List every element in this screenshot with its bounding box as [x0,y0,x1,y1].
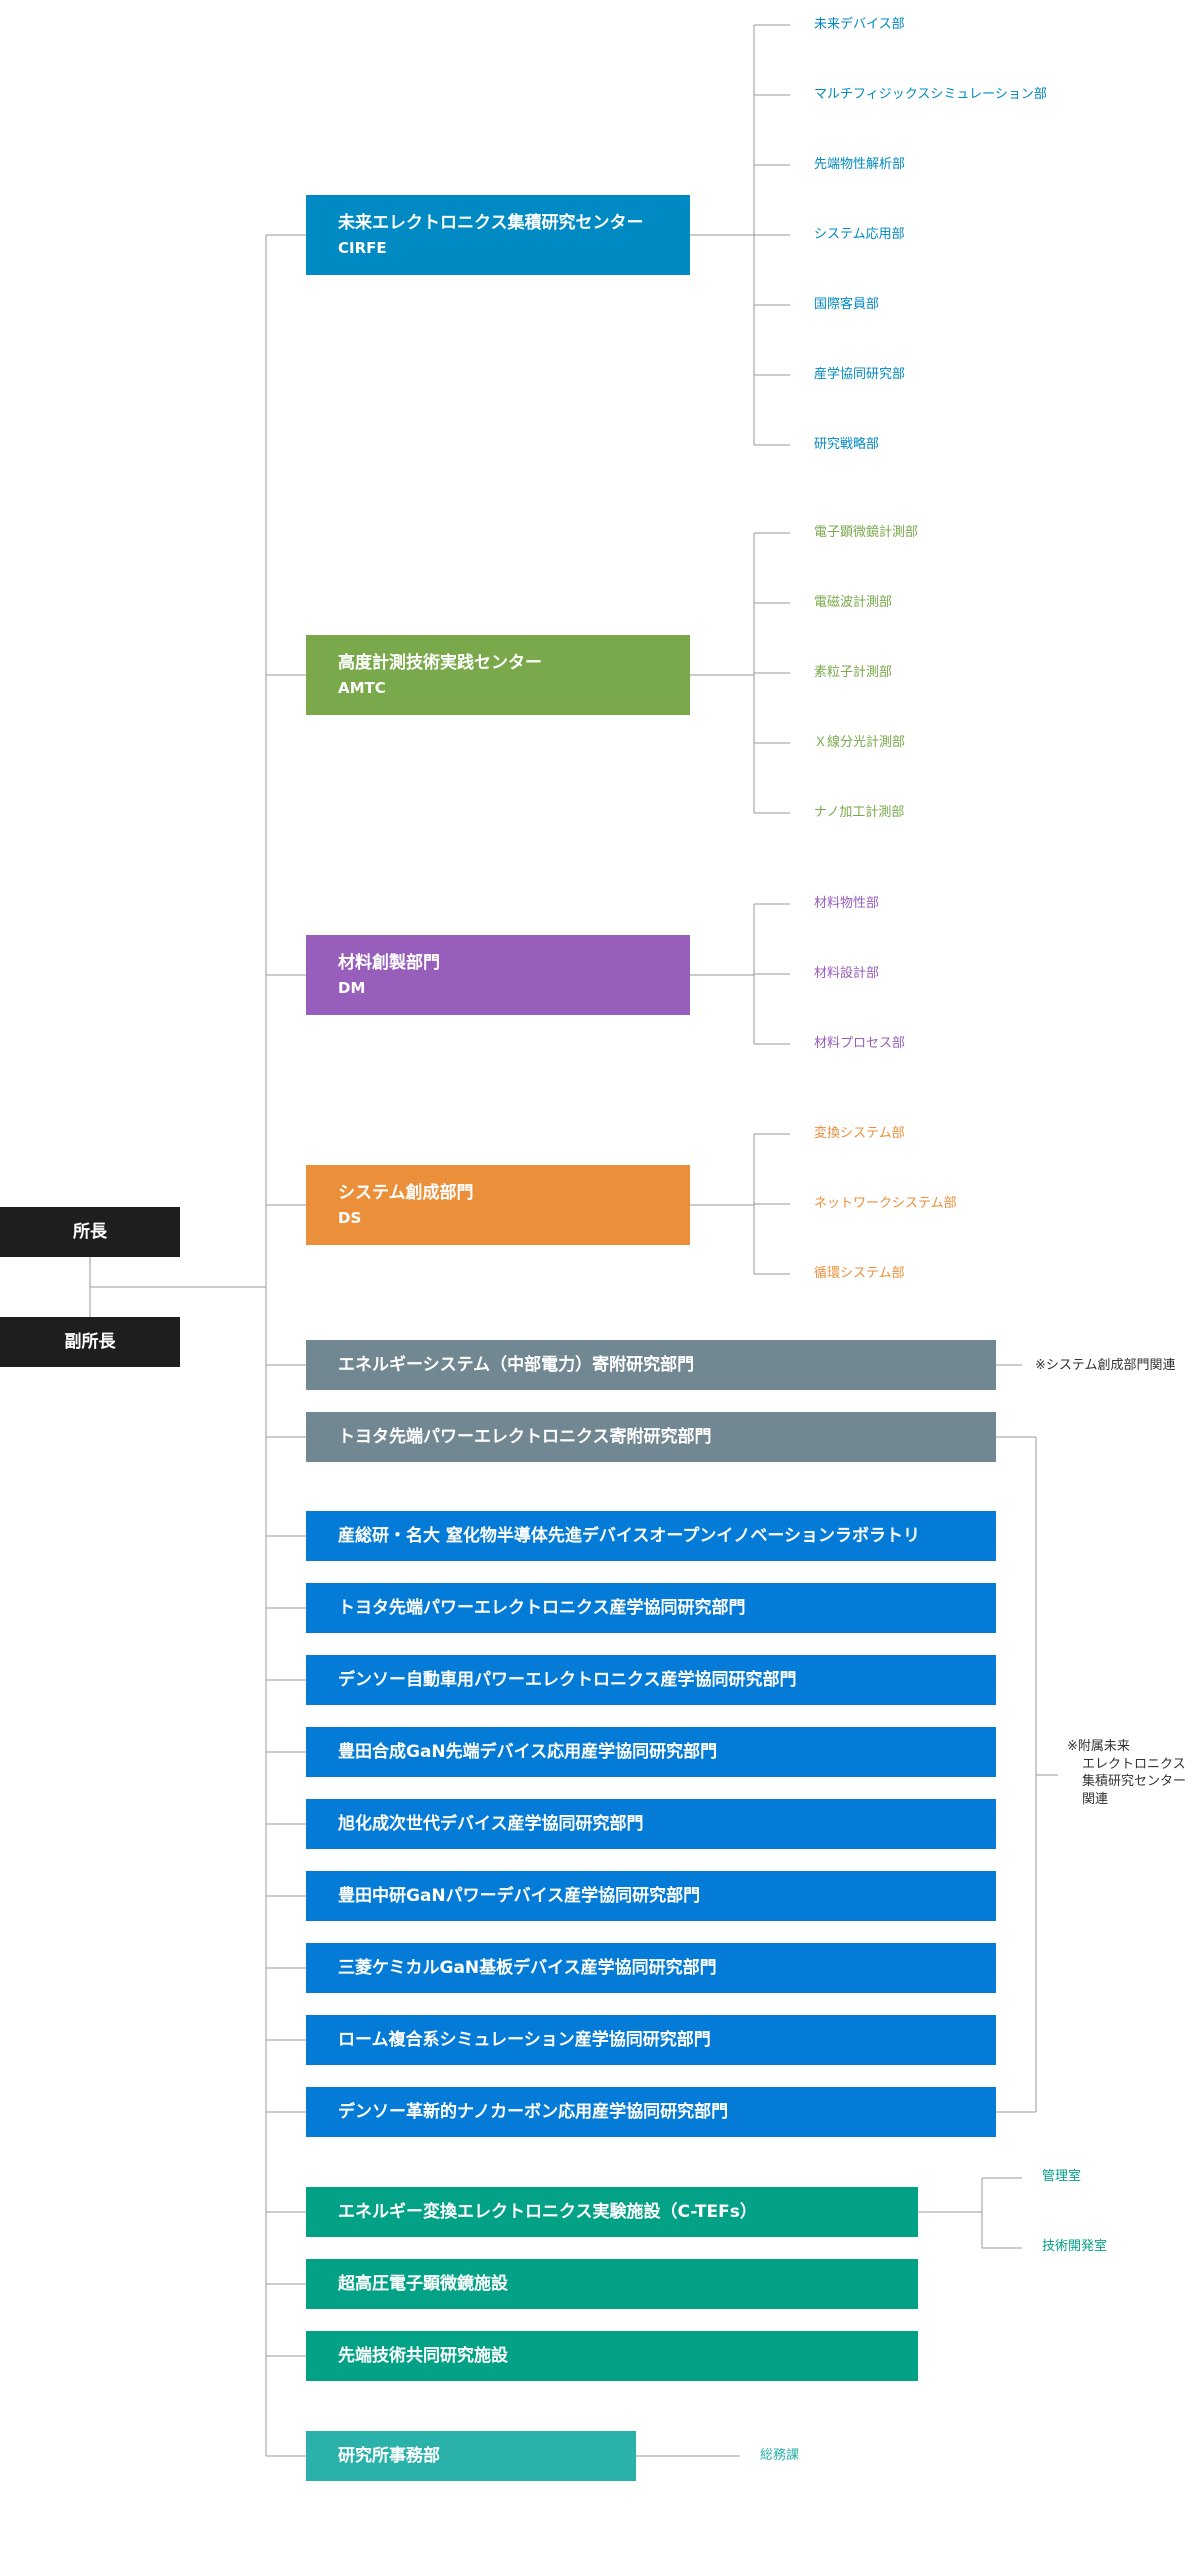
industry-division[interactable]: 豊田合成GaN先端デバイス応用産学協同研究部門 [306,1727,996,1777]
division-name: 豊田合成GaN先端デバイス応用産学協同研究部門 [338,1741,718,1762]
industry-note-line: エレクトロニクス [1082,1756,1186,1772]
department-label[interactable]: 国際客員部 [814,297,880,312]
center-abbr: DS [338,1208,362,1227]
industry-division[interactable]: ローム複合系シミュレーション産学協同研究部門 [306,2015,996,2065]
center-name: システム創成部門 [338,1183,474,1204]
industry-division[interactable]: 旭化成次世代デバイス産学協同研究部門 [306,1799,996,1849]
department-label[interactable]: システム応用部 [814,227,905,242]
director-label: 所長 [73,1221,107,1242]
department-label[interactable]: Ｘ線分光計測部 [814,735,906,750]
department-label[interactable]: 電子顕微鏡計測部 [814,525,919,540]
center-cirfe[interactable]: 未来エレクトロニクス集積研究センター CIRFE [306,195,690,275]
facility-name: 先端技術共同研究施設 [338,2345,508,2366]
department-label[interactable]: 材料プロセス部 [814,1036,906,1051]
department-label[interactable]: 電磁波計測部 [814,595,893,610]
department-label[interactable]: 素粒子計測部 [814,665,893,680]
department-label[interactable]: 循環システム部 [814,1266,905,1281]
division-name: デンソー革新的ナノカーボン応用産学協同研究部門 [338,2101,729,2122]
center-name: 高度計測技術実践センター [338,653,542,674]
department-label[interactable]: 材料設計部 [814,966,880,981]
department-label[interactable]: ネットワークシステム部 [814,1196,957,1211]
facility-name: 超高圧電子顕微鏡施設 [338,2273,508,2294]
department-label[interactable]: ナノ加工計測部 [814,805,905,820]
division-name: デンソー自動車用パワーエレクトロニクス産学協同研究部門 [338,1669,797,1690]
center-ds[interactable]: システム創成部門 DS [306,1165,690,1245]
division-name: 旭化成次世代デバイス産学協同研究部門 [338,1813,644,1834]
center-abbr: CIRFE [338,238,387,257]
industry-division[interactable]: 産総研・名大 窒化物半導体先進デバイスオープンイノベーションラボラトリ [306,1511,996,1561]
department-label[interactable]: 産学協同研究部 [814,367,906,382]
industry-division[interactable]: デンソー革新的ナノカーボン応用産学協同研究部門 [306,2087,996,2137]
department-label[interactable]: 未来デバイス部 [814,17,905,32]
division-name: トヨタ先端パワーエレクトロニクス寄附研究部門 [338,1426,712,1447]
facility-hvem[interactable]: 超高圧電子顕微鏡施設 [306,2259,918,2309]
center-abbr: AMTC [338,678,386,697]
facility-name: エネルギー変換エレクトロニクス実験施設（C-TEFs） [338,2201,757,2222]
industry-division[interactable]: トヨタ先端パワーエレクトロニクス産学協同研究部門 [306,1583,996,1633]
industry-note-line: 関連 [1082,1791,1109,1807]
center-dm[interactable]: 材料創製部門 DM [306,935,690,1015]
endowed-toyota-division[interactable]: トヨタ先端パワーエレクトロニクス寄附研究部門 [306,1412,996,1462]
vice-director-box[interactable]: 副所長 [0,1317,180,1367]
energy-division-note: ※システム創成部門関連 [1035,1358,1176,1373]
department-label[interactable]: 変換システム部 [814,1126,905,1141]
center-amtc[interactable]: 高度計測技術実践センター AMTC [306,635,690,715]
vice-director-label: 副所長 [64,1331,116,1352]
industry-note: ※附属未来 エレクトロニクス 集積研究センター 関連 [1067,1738,1186,1808]
industry-division[interactable]: 三菱ケミカルGaN基板デバイス産学協同研究部門 [306,1943,996,1993]
department-label[interactable]: 先端物性解析部 [814,157,906,172]
center-abbr: DM [338,978,366,997]
office-sub-general-affairs[interactable]: 総務課 [760,2448,800,2463]
office-box[interactable]: 研究所事務部 [306,2431,636,2481]
department-label[interactable]: 研究戦略部 [814,437,880,452]
division-name: 三菱ケミカルGaN基板デバイス産学協同研究部門 [338,1957,717,1978]
center-name: 材料創製部門 [338,953,440,974]
office-name: 研究所事務部 [338,2445,440,2466]
industry-division[interactable]: 豊田中研GaNパワーデバイス産学協同研究部門 [306,1871,996,1921]
industry-division[interactable]: デンソー自動車用パワーエレクトロニクス産学協同研究部門 [306,1655,996,1705]
center-name: 未来エレクトロニクス集積研究センター [338,213,644,234]
endowed-energy-division[interactable]: エネルギーシステム（中部電力）寄附研究部門 [306,1340,996,1390]
division-name: ローム複合系シミュレーション産学協同研究部門 [338,2029,711,2050]
ctefs-sub-management[interactable]: 管理室 [1042,2169,1082,2184]
facility-ctefs[interactable]: エネルギー変換エレクトロニクス実験施設（C-TEFs） [306,2187,918,2237]
director-box[interactable]: 所長 [0,1207,180,1257]
division-name: トヨタ先端パワーエレクトロニクス産学協同研究部門 [338,1597,746,1618]
division-name: エネルギーシステム（中部電力）寄附研究部門 [338,1354,695,1375]
industry-note-line: ※附属未来 [1067,1739,1130,1754]
ctefs-sub-technology[interactable]: 技術開発室 [1042,2239,1108,2254]
industry-note-line: 集積研究センター [1082,1774,1187,1790]
department-label[interactable]: マルチフィジックスシミュレーション部 [814,87,1047,102]
division-name: 豊田中研GaNパワーデバイス産学協同研究部門 [338,1885,701,1906]
department-label[interactable]: 材料物性部 [814,896,880,911]
division-name: 産総研・名大 窒化物半導体先進デバイスオープンイノベーションラボラトリ [338,1525,921,1546]
facility-advanced-tech[interactable]: 先端技術共同研究施設 [306,2331,918,2381]
